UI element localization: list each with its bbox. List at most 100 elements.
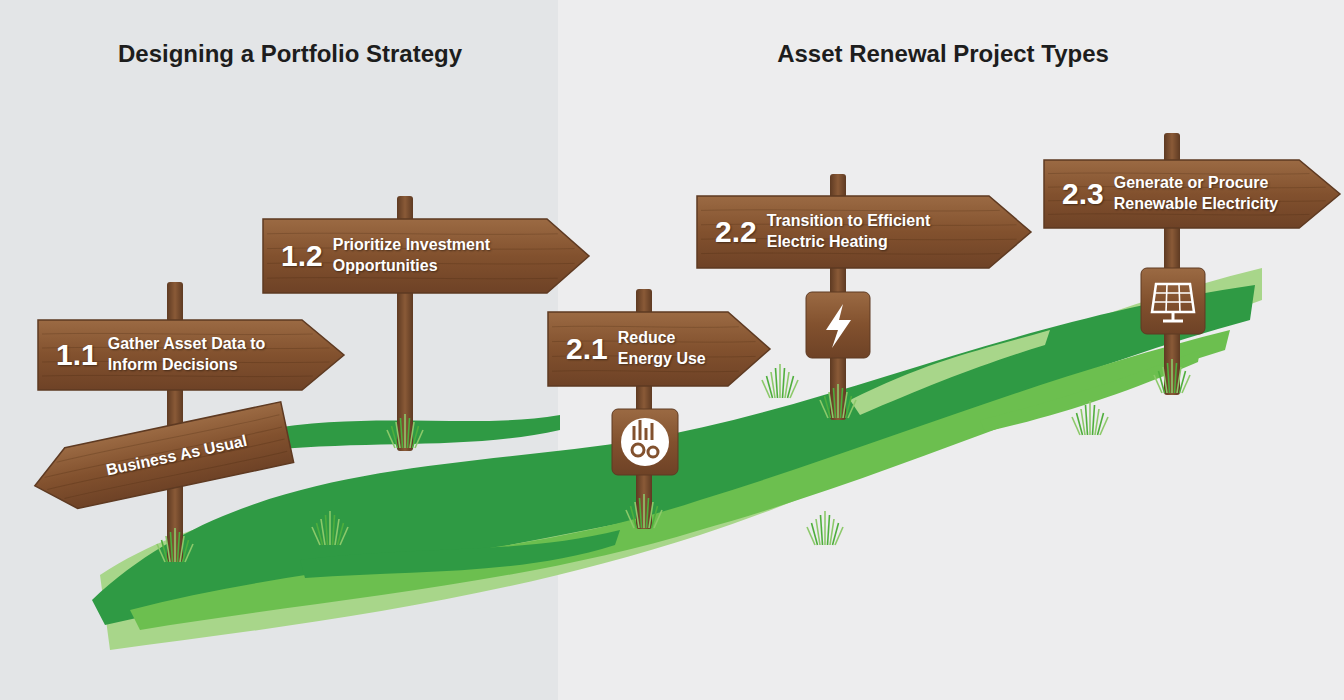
sign-board-shape xyxy=(38,320,344,390)
grass-blade xyxy=(1168,363,1170,393)
grass-blade xyxy=(652,506,658,528)
grass-blade xyxy=(821,515,823,545)
grass-blade xyxy=(408,418,410,448)
step-label: Prioritize Investment Opportunities xyxy=(333,235,533,277)
grass-blade xyxy=(824,511,826,545)
wood-grain xyxy=(267,233,558,234)
section-heading: Asset Renewal Project Types xyxy=(777,40,1109,68)
sign-board-shape xyxy=(548,312,770,386)
grass-blade xyxy=(643,494,645,528)
sign-board-shape xyxy=(28,402,293,516)
grass-blade xyxy=(1081,409,1085,435)
grass-blade xyxy=(174,528,176,562)
sign-content: 1.1 Gather Asset Data to Inform Decisions xyxy=(38,320,344,390)
grass-blade xyxy=(833,523,839,545)
wood-grain xyxy=(701,210,1000,211)
grass-blade xyxy=(413,426,419,448)
step-label: Gather Asset Data to Inform Decisions xyxy=(108,334,288,376)
grass-blade xyxy=(1182,375,1190,393)
sign-board-shape xyxy=(697,196,1031,268)
section-heading: Designing a Portfolio Strategy xyxy=(118,40,462,68)
grass-blade xyxy=(790,380,798,398)
signpost: Business As Usual xyxy=(28,402,293,516)
wood-grain xyxy=(267,278,558,279)
grass-blade xyxy=(1180,371,1186,393)
grass-blade xyxy=(1163,367,1167,393)
grass-blade xyxy=(837,384,839,418)
grass-blade xyxy=(396,422,400,448)
grass-blade xyxy=(329,511,331,545)
grass-blade xyxy=(340,527,348,545)
wood-grain xyxy=(552,371,739,372)
grass-blade xyxy=(835,527,843,545)
wood-grain xyxy=(552,326,739,327)
step-number: 1.1 xyxy=(56,338,98,372)
grass-blade xyxy=(333,515,335,545)
sign-content: Business As Usual xyxy=(28,402,293,516)
grass-blade xyxy=(415,430,423,448)
right-panel xyxy=(558,0,1344,700)
grass-blade xyxy=(326,515,328,545)
wood-grain xyxy=(701,253,1000,254)
signpost: 2.1 Reduce Energy Use xyxy=(548,312,770,386)
signpost: 1.2 Prioritize Investment Opportunities xyxy=(263,219,589,293)
grass-blade xyxy=(788,376,794,398)
sign-board-shape xyxy=(1044,160,1340,228)
grass-blade xyxy=(1100,417,1108,435)
grass-blade xyxy=(178,532,180,562)
grass-blade xyxy=(1086,405,1088,435)
grass-blade xyxy=(654,510,662,528)
sign-content: 2.1 Reduce Energy Use xyxy=(548,312,770,386)
step-label: Business As Usual xyxy=(104,431,249,481)
grass-blade xyxy=(783,368,785,398)
grass-blade xyxy=(401,418,403,448)
grass-blade xyxy=(1098,413,1104,435)
energy-icon xyxy=(612,409,678,475)
grass-blade xyxy=(647,498,649,528)
grass-blade xyxy=(185,544,193,562)
grass-blade xyxy=(166,536,170,562)
grass-blade xyxy=(846,396,852,418)
grass-blade xyxy=(771,372,775,398)
sign-content: 2.2 Transition to Efficient Electric Heat… xyxy=(697,196,1031,268)
wood-grain xyxy=(1048,214,1310,215)
sign-content: 1.2 Prioritize Investment Opportunities xyxy=(263,219,589,293)
wood-grain xyxy=(42,333,313,334)
grass-blade xyxy=(1175,363,1177,393)
step-number: 2.2 xyxy=(715,215,757,249)
signpost: 2.2 Transition to Efficient Electric Heat… xyxy=(697,196,1031,268)
step-label: Transition to Efficient Electric Heating xyxy=(767,211,981,253)
signpost: 1.1 Gather Asset Data to Inform Decisions xyxy=(38,320,344,390)
grass-blade xyxy=(1171,359,1173,393)
lightning-icon xyxy=(806,292,870,358)
grass-blade xyxy=(171,532,173,562)
grass-blade xyxy=(816,519,820,545)
step-number: 2.3 xyxy=(1062,177,1104,211)
grass-blade xyxy=(829,392,833,418)
grass-blade xyxy=(776,368,778,398)
step-label: Generate or Procure Renewable Electricit… xyxy=(1114,173,1290,215)
grass-blade xyxy=(321,519,325,545)
sign-board-shape xyxy=(263,219,589,293)
grass-blade xyxy=(848,400,856,418)
grass-blade xyxy=(1089,401,1091,435)
grass-blade xyxy=(183,540,189,562)
sign-content: 2.3 Generate or Procure Renewable Electri… xyxy=(1044,160,1340,228)
grass-blade xyxy=(841,388,843,418)
grass-blade xyxy=(338,523,344,545)
step-number: 1.2 xyxy=(281,239,323,273)
grass-blade xyxy=(834,388,836,418)
grass-tufts xyxy=(157,359,1190,562)
solar-panel-icon xyxy=(1141,268,1205,334)
grass-blade xyxy=(828,515,830,545)
step-label: Reduce Energy Use xyxy=(618,328,720,370)
grass-blade xyxy=(404,414,406,448)
step-number: 2.1 xyxy=(566,332,608,366)
grass-blade xyxy=(779,364,781,398)
wood-grain xyxy=(1048,173,1310,174)
signpost: 2.3 Generate or Procure Renewable Electri… xyxy=(1044,160,1340,228)
grass-blade xyxy=(1093,405,1095,435)
grass-blade xyxy=(635,502,639,528)
grass-blade xyxy=(640,498,642,528)
